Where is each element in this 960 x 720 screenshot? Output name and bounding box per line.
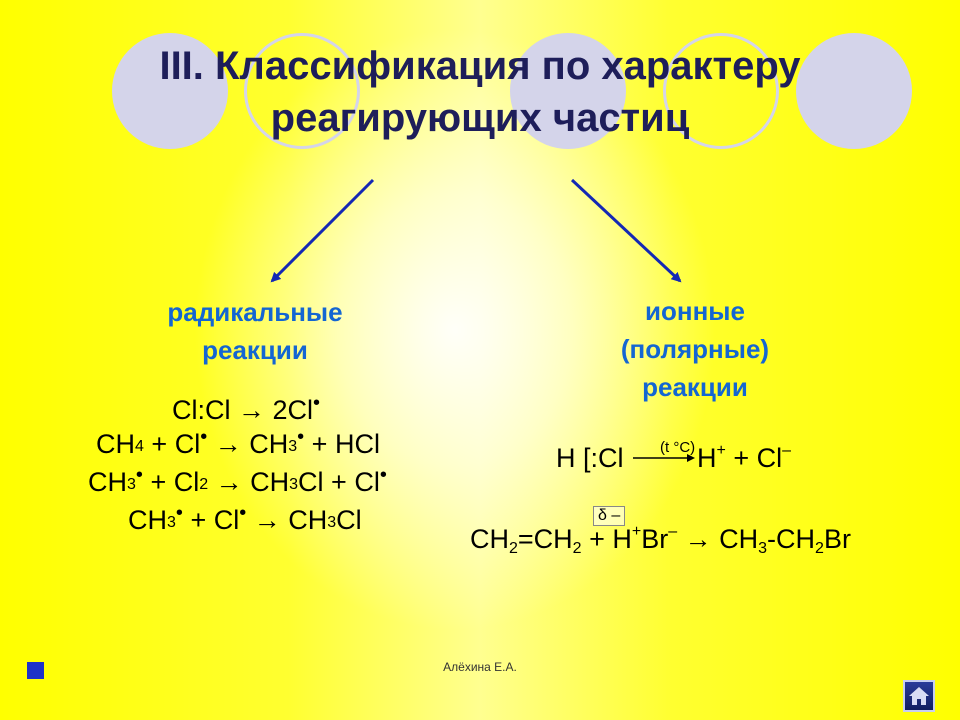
reaction-arrow-icon (633, 454, 696, 462)
radical-line-2: реакции (202, 335, 308, 365)
blue-square-icon (27, 662, 44, 679)
author-label: Алёхина Е.А. (443, 660, 517, 674)
ionic-line-1: ионные (645, 296, 745, 326)
condition-label: (t °C) (660, 439, 696, 456)
decor-circle (112, 33, 228, 149)
decor-circle (510, 33, 626, 149)
ionic-reactions-label: ионные (полярные) реакции (570, 292, 820, 406)
ionic-equation-1: H [:Cl H+ + Cl– (556, 442, 792, 473)
ionic-line-3: реакции (642, 372, 748, 402)
partial-charge-box: δ – (593, 506, 626, 526)
arrow-left (270, 178, 375, 283)
slide-title: III. Классификация по характеру реагирую… (60, 40, 900, 144)
radical-line-1: радикальные (167, 297, 343, 327)
ionic-line-2: (полярные) (620, 334, 770, 364)
title-line-1: III. Классификация по характеру (159, 44, 801, 88)
home-button[interactable] (903, 680, 935, 712)
radical-reactions-label: радикальные реакции (130, 293, 380, 369)
radical-equation-3: CH3• + Cl2 → CH3Cl + Cl• (88, 464, 387, 497)
title-line-2: реагирующих частиц (270, 96, 690, 140)
home-icon (909, 687, 929, 705)
radical-equation-2: CH4 + Cl• → CH3• + HCl (96, 426, 380, 459)
radical-equation-1: Cl:Cl → 2Cl• (172, 392, 321, 425)
arrow-right (570, 178, 682, 283)
decor-ring (663, 33, 779, 149)
decor-circle (796, 33, 912, 149)
ionic-equation-2: CH2=CH2 + H+Br– → CH3-CH2Br (470, 523, 851, 557)
decor-ring (244, 33, 360, 149)
radical-equation-4: CH3• + Cl• → CH3Cl (128, 502, 362, 535)
